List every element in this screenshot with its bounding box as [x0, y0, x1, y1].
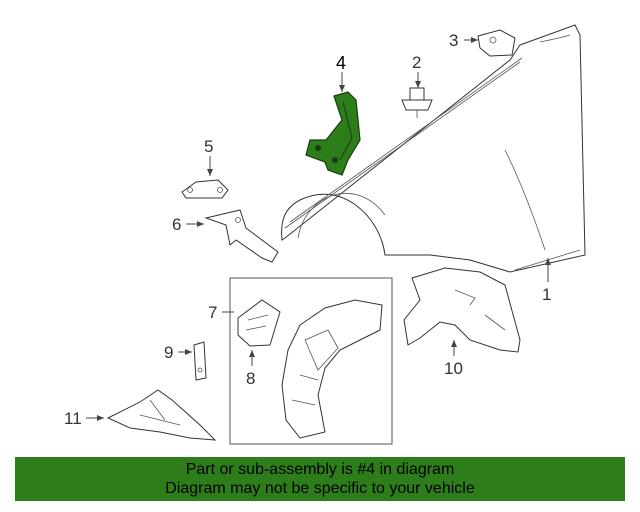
- callout-2: 2: [412, 53, 421, 72]
- callout-7: 7: [208, 303, 217, 322]
- callout-6: 6: [172, 215, 181, 234]
- callout-5: 5: [204, 137, 213, 156]
- fender-part[interactable]: [281, 24, 586, 273]
- rear-liner-part[interactable]: [403, 267, 521, 353]
- splash-shield-part[interactable]: [106, 389, 217, 441]
- parts-diagram: 1 2 3 4 5 6 7: [64, 24, 586, 445]
- callout-9: 9: [164, 343, 173, 362]
- info-banner: Part or sub-assembly is #4 in diagram Di…: [15, 457, 625, 501]
- small-bracket-part[interactable]: [181, 179, 229, 199]
- sub-assembly-box: [229, 277, 393, 445]
- banner-line-1: Part or sub-assembly is #4 in diagram: [185, 461, 455, 478]
- lower-bracket-part[interactable]: [204, 209, 279, 263]
- callout-11: 11: [64, 409, 82, 428]
- upper-bracket-part[interactable]: [477, 29, 516, 57]
- bolt-part[interactable]: [401, 87, 433, 118]
- fender-support-bracket-highlighted[interactable]: [305, 91, 361, 176]
- cover-plate-part[interactable]: [237, 299, 281, 347]
- front-wheel-liner-part[interactable]: [281, 299, 383, 439]
- callout-1: 1: [542, 285, 551, 304]
- callout-3: 3: [449, 31, 458, 50]
- callout-10: 10: [444, 359, 463, 378]
- clip-part[interactable]: [193, 341, 207, 381]
- banner-line-2: Diagram may not be specific to your vehi…: [165, 480, 475, 497]
- callout-4: 4: [336, 53, 346, 73]
- callout-8: 8: [246, 369, 255, 388]
